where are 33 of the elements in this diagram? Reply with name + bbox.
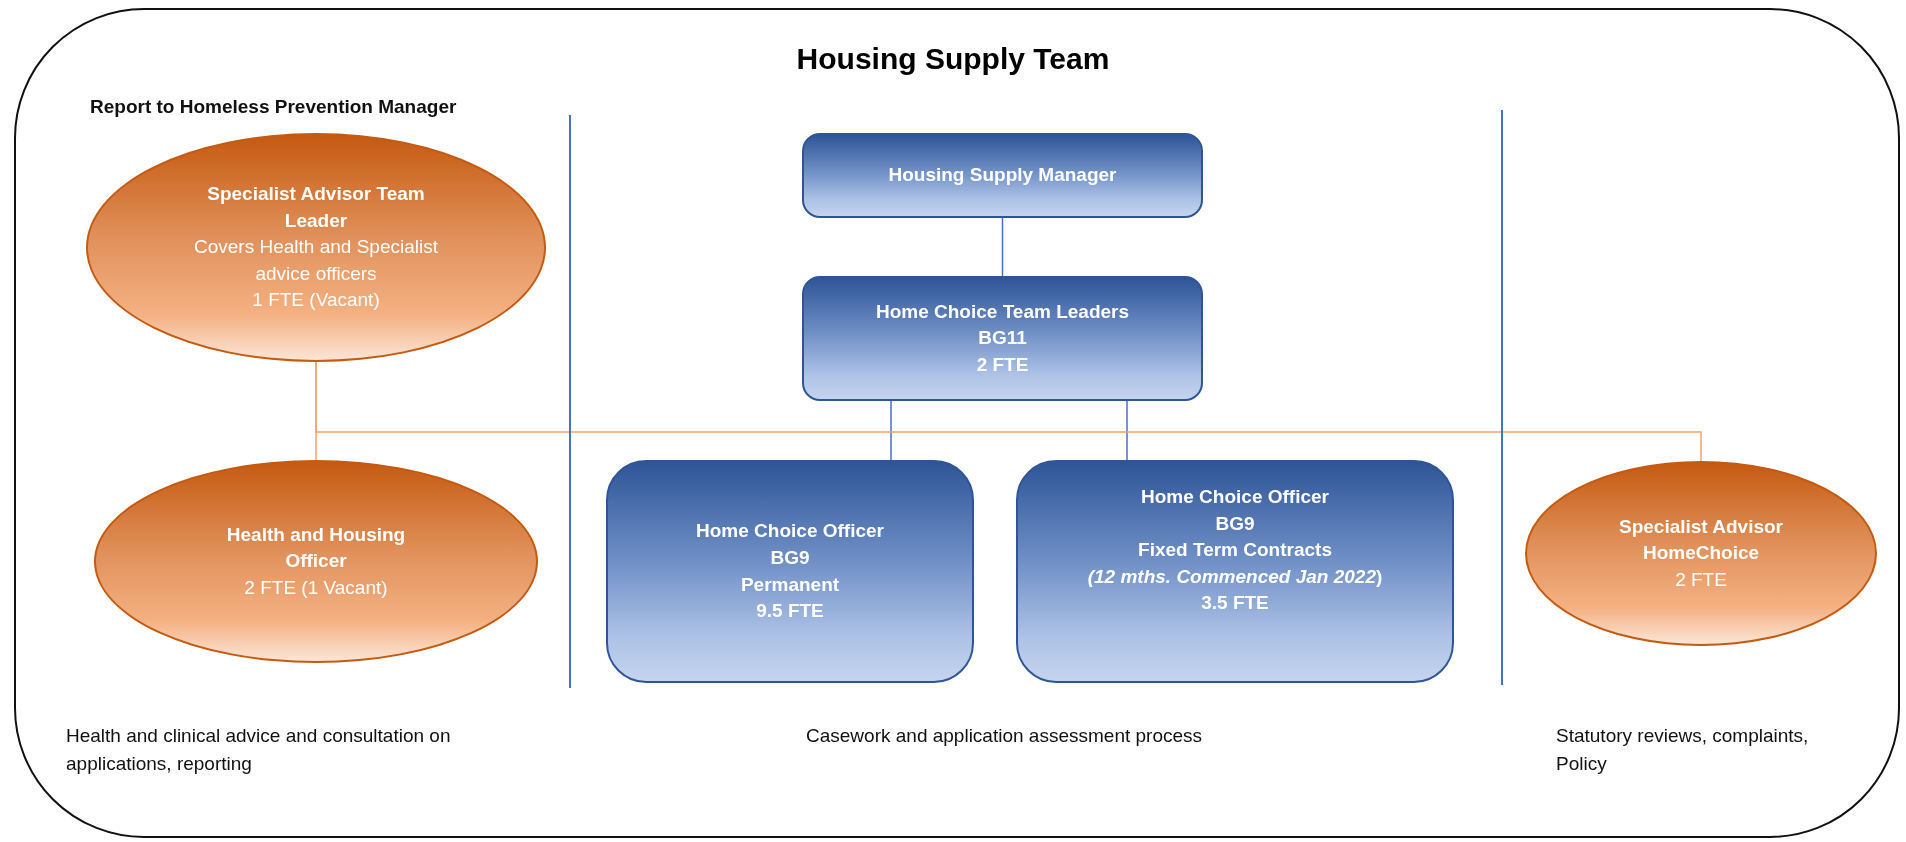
role-title: Home Choice Officer xyxy=(696,519,884,544)
role-title: Health and Housing Officer xyxy=(225,522,407,574)
role-detail: BG11 xyxy=(978,326,1027,351)
connector-line xyxy=(890,400,892,461)
role-box xyxy=(606,460,974,683)
role-detail: 3.5 FTE xyxy=(1201,591,1269,616)
role-box xyxy=(1016,460,1454,683)
role-detail: (12 mths. Commenced Jan 2022) xyxy=(1087,564,1383,589)
area-description: Health and clinical advice and consultation on applications, reporting xyxy=(66,724,452,776)
role-box xyxy=(802,133,1203,218)
role-detail: BG9 xyxy=(770,545,810,570)
role-detail: 9.5 FTE xyxy=(756,599,824,624)
role-detail: Fixed Term Contracts xyxy=(1138,538,1332,563)
area-description: Casework and application assessment process xyxy=(806,724,1204,748)
role-title: Specialist Advisor HomeChoice xyxy=(1618,514,1784,566)
role-title: Home Choice Officer xyxy=(1141,485,1329,509)
role-detail: 2 FTE (1 Vacant) xyxy=(244,575,388,600)
connector-line xyxy=(315,361,1702,462)
reporting-note: Report to Homeless Prevention Manager xyxy=(90,95,458,119)
area-description: Statutory reviews, complaints, Policy xyxy=(1556,724,1810,776)
connector-line xyxy=(1126,400,1128,461)
role-title: Specialist Advisor Team Leader xyxy=(206,182,426,233)
connector-line xyxy=(1001,217,1004,277)
role-title: Home Choice Team Leaders xyxy=(875,299,1130,324)
role-detail: 2 FTE xyxy=(976,352,1029,377)
role-detail: 1 FTE (Vacant) xyxy=(252,288,380,313)
role-detail: BG9 xyxy=(1215,511,1255,536)
role-detail: Permanent xyxy=(740,572,840,597)
role-title: Housing Supply Manager xyxy=(888,163,1117,188)
role-box xyxy=(802,276,1203,401)
diagram-title: Housing Supply Team xyxy=(796,42,1110,76)
role-detail: Covers Health and Specialist advice officers xyxy=(193,235,439,286)
role-detail: 2 FTE xyxy=(1675,567,1727,592)
